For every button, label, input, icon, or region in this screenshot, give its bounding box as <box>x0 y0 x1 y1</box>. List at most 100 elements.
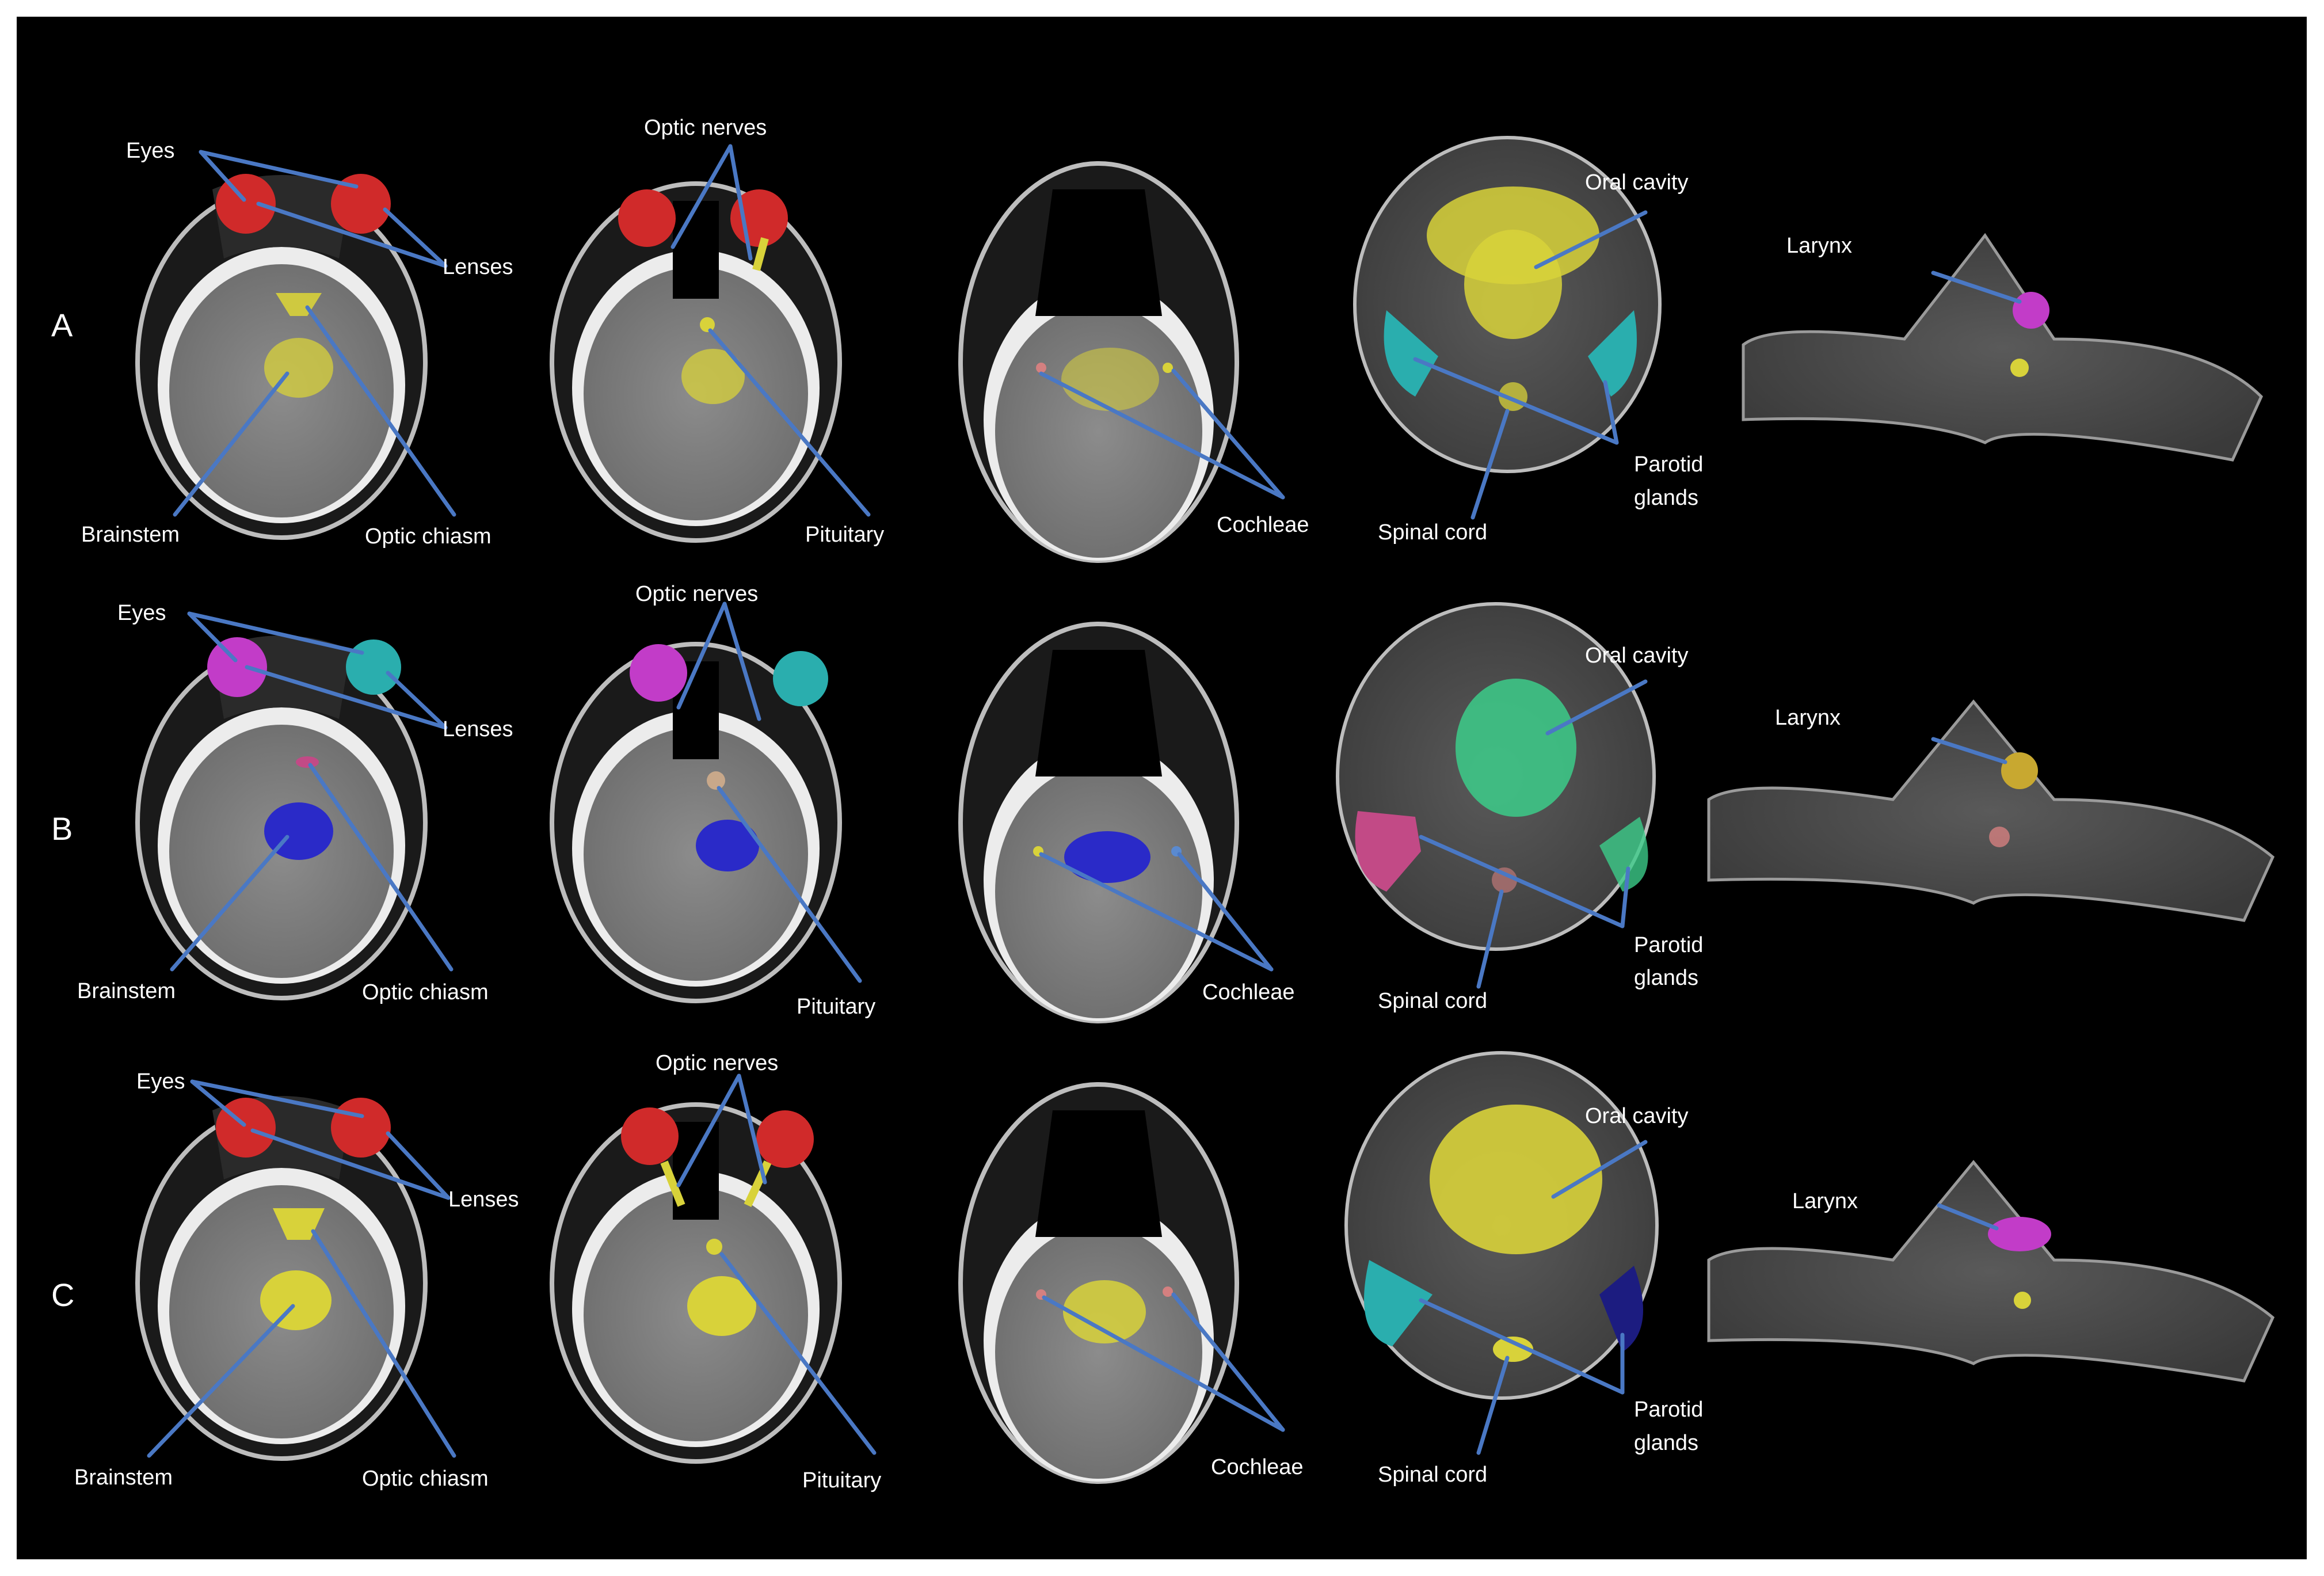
brainstem-mask <box>1064 831 1150 883</box>
larynx-mask <box>2013 292 2049 329</box>
eye-right-mask <box>773 651 828 706</box>
label-pituitary-a: Pituitary <box>805 523 884 547</box>
ct-slice-oral-level <box>1353 136 1662 473</box>
oral-cavity-mask <box>1430 1105 1602 1254</box>
ct-slice-eyes-level <box>135 1096 428 1461</box>
label-eyes-c: Eyes <box>136 1069 185 1094</box>
brainstem-mask <box>687 1276 756 1336</box>
annotation-arrows-b <box>170 602 2007 989</box>
label-oral-cavity-b: Oral cavity <box>1585 644 1688 668</box>
label-lenses-a: Lenses <box>443 255 513 279</box>
eye-right-mask <box>346 639 401 695</box>
label-larynx-b: Larynx <box>1775 706 1841 730</box>
parotid-right-mask <box>1599 1266 1643 1352</box>
label-parotid-a-1: Parotid <box>1634 452 1703 477</box>
ct-slice-larynx-level <box>1707 1160 2275 1383</box>
spinal-cord-mask <box>1492 867 1517 893</box>
label-lenses-c: Lenses <box>448 1187 519 1212</box>
pituitary-mask <box>707 771 725 790</box>
ct-slice-larynx-level <box>1742 233 2263 462</box>
parotid-right-mask <box>1599 817 1648 892</box>
parotid-left-mask <box>1364 1260 1433 1346</box>
oral-cavity-mask <box>1464 230 1562 339</box>
eye-right-mask <box>756 1110 814 1168</box>
label-cochleae-a: Cochleae <box>1217 513 1309 537</box>
eye-left-mask <box>621 1107 679 1165</box>
label-parotid-a-2: glands <box>1634 486 1698 510</box>
row-a: Eyes Lenses Optic nerves Brainstem Optic… <box>81 116 2263 563</box>
eye-right-mask <box>331 174 391 234</box>
label-optic-nerves-c: Optic nerves <box>656 1051 778 1075</box>
label-pituitary-b: Pituitary <box>797 995 875 1019</box>
label-eyes-a: Eyes <box>126 139 174 163</box>
label-parotid-c-1: Parotid <box>1634 1398 1703 1422</box>
parotid-left-mask <box>1355 811 1421 892</box>
label-spinal-cord-a: Spinal cord <box>1378 520 1487 545</box>
label-parotid-c-2: glands <box>1634 1431 1698 1455</box>
sinus-cavity <box>1035 189 1162 316</box>
eye-left-mask <box>630 644 687 702</box>
label-lenses-b: Lenses <box>443 717 513 741</box>
label-optic-chiasm-c: Optic chiasm <box>362 1467 489 1491</box>
spinal-cord-mask <box>1493 1337 1533 1362</box>
label-parotid-b-2: glands <box>1634 966 1698 990</box>
spinal-cord-mask <box>1989 827 2010 847</box>
label-cochleae-c: Cochleae <box>1211 1455 1304 1479</box>
optic-chiasm-mask <box>296 756 319 768</box>
optic-nerve-mask <box>752 237 769 271</box>
parotid-right-mask <box>1588 310 1637 397</box>
brainstem-mask <box>696 820 759 871</box>
pituitary-mask <box>706 1239 722 1255</box>
label-brainstem-c: Brainstem <box>74 1465 173 1490</box>
ct-slice-cochlea-level <box>958 1082 1239 1484</box>
eye-left-mask <box>207 637 267 697</box>
label-parotid-b-1: Parotid <box>1634 933 1703 957</box>
label-larynx-c: Larynx <box>1792 1189 1858 1213</box>
brainstem-mask <box>1063 1280 1146 1343</box>
annotation-arrows-c <box>147 1073 1999 1458</box>
ct-slice-eyes-level <box>135 635 428 1000</box>
nasal-cavity <box>673 201 719 299</box>
ct-slice-oral-level <box>1336 602 1656 951</box>
spinal-cord-mask <box>2014 1292 2031 1309</box>
spinal-cord-mask <box>2010 359 2029 377</box>
row-label-b: B <box>51 810 73 847</box>
larynx-mask <box>1988 1217 2051 1251</box>
ct-slice-optic-nerve-level <box>550 181 842 543</box>
ct-slice-cochlea-level <box>958 622 1239 1023</box>
ct-segmentation-figure: A B C <box>51 116 2275 1493</box>
ct-slice-optic-nerve-level <box>550 1102 842 1464</box>
label-optic-chiasm-b: Optic chiasm <box>362 980 489 1004</box>
brainstem-mask <box>1061 348 1159 411</box>
cochlea-left-mask <box>1036 363 1046 373</box>
label-brainstem-a: Brainstem <box>81 523 180 547</box>
cochlea-right-mask <box>1163 1286 1173 1297</box>
larynx-mask <box>2001 752 2038 789</box>
row-b: Eyes Lenses Optic nerves Brainstem Optic… <box>77 582 2275 1023</box>
ct-slice-cochlea-level <box>958 161 1239 563</box>
sinus-cavity <box>1035 650 1162 776</box>
eye-left-mask <box>216 174 276 234</box>
brainstem-mask <box>681 349 745 404</box>
label-pituitary-c: Pituitary <box>802 1468 881 1493</box>
ct-slice-optic-nerve-level <box>550 642 842 1003</box>
row-c: Eyes Lenses Optic nerves Brainstem Optic… <box>74 1051 2275 1493</box>
pituitary-mask <box>700 317 715 332</box>
label-eyes-b: Eyes <box>117 601 166 625</box>
sinus-cavity <box>1035 1110 1162 1237</box>
label-spinal-cord-c: Spinal cord <box>1378 1463 1487 1487</box>
eye-right-mask <box>331 1098 391 1158</box>
ct-slice-larynx-level <box>1707 699 2275 922</box>
label-oral-cavity-c: Oral cavity <box>1585 1104 1688 1128</box>
label-oral-cavity-a: Oral cavity <box>1585 170 1688 195</box>
label-optic-chiasm-a: Optic chiasm <box>365 524 492 549</box>
optic-nerve-right-mask <box>744 1160 772 1207</box>
label-larynx-a: Larynx <box>1786 234 1852 258</box>
label-optic-nerves-a: Optic nerves <box>644 116 767 140</box>
annotation-arrows-a <box>173 144 2022 520</box>
label-optic-nerves-b: Optic nerves <box>635 582 758 606</box>
oral-cavity-mask <box>1456 679 1576 817</box>
row-label-a: A <box>51 307 73 343</box>
label-spinal-cord-b: Spinal cord <box>1378 989 1487 1013</box>
ct-slice-oral-level <box>1344 1051 1659 1400</box>
